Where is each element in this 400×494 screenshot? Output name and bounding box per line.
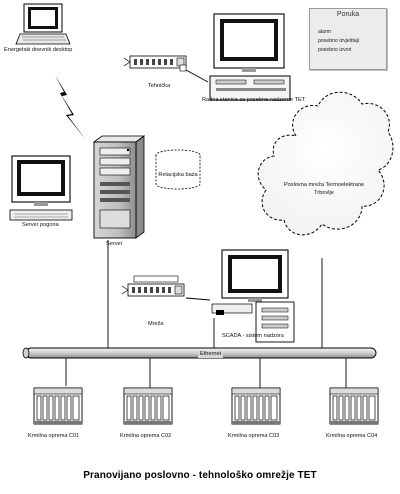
server-label: Server	[106, 241, 123, 247]
ethernet-label: Ethernet	[198, 351, 224, 358]
plc-rack-icon-4	[329, 387, 379, 425]
plc-rack-icon-3	[231, 387, 281, 425]
wireless-link-icon	[55, 75, 86, 140]
server-tower-icon	[92, 135, 146, 239]
laptop-label: Energetski dnevnik desktop	[4, 47, 73, 53]
cloud-label: Poslovna mreža Termoelektrane Trbovlje	[283, 182, 365, 196]
plc-rack-icon-2	[123, 387, 173, 425]
scada-label: SCADA - sistem nadzora	[222, 333, 284, 339]
connection-lines	[65, 69, 372, 388]
diagram-caption: Pranovijano poslovno - tehnološko omrežj…	[83, 470, 317, 481]
cloud-network-icon	[257, 91, 394, 236]
server-pc-label: Server pogona	[22, 222, 59, 228]
plc-3-label: Krmilna oprema C03	[228, 433, 280, 439]
note-title: Poruka	[336, 11, 360, 18]
note-line-2: posebno izvještaji	[318, 38, 359, 44]
message-note: Poruka alarm posebno izvještaji posebno …	[309, 8, 387, 70]
top-bridge-label: Tehnička	[148, 83, 171, 89]
network-device-icon-top	[123, 55, 187, 72]
database-label: Relacijska baza	[158, 172, 198, 178]
top-workstation-label: Radna stanica za posebne nadzorne TET	[202, 97, 306, 103]
server-pc-icon	[9, 155, 73, 221]
mid-bridge-label: Mreža	[148, 321, 164, 327]
plc-4-label: Krmilna oprema C04	[326, 433, 378, 439]
note-line-1: alarm	[318, 29, 331, 35]
plc-rack-icon-1	[33, 387, 83, 425]
plc-1-label: Krmilna oprema C01	[28, 433, 80, 439]
plc-2-label: Krmilna oprema C02	[120, 433, 172, 439]
laptop-icon	[15, 3, 71, 45]
note-line-3: posebno izvori	[318, 47, 352, 53]
network-device-icon-mid	[121, 275, 185, 297]
scada-workstation-icon	[211, 249, 295, 343]
database-icon	[155, 149, 201, 190]
workstation-icon-top	[209, 13, 291, 101]
